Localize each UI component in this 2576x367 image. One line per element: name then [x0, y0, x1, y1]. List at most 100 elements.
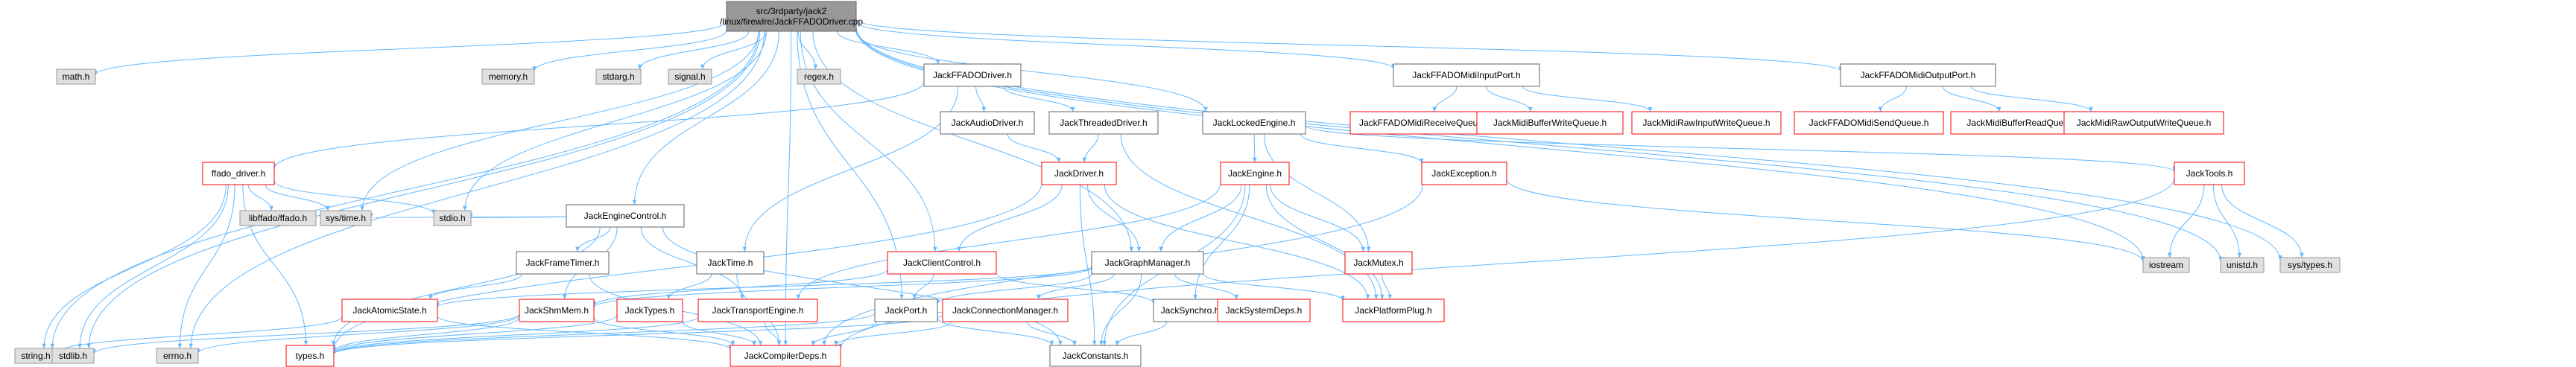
node-clientctl-label: JackClientControl.h — [903, 258, 981, 268]
node-jacktypes-label: JackTypes.h — [625, 305, 675, 316]
edge-graphmgr-to-connmgr — [1037, 273, 1115, 300]
edge-jackdriver-to-constants — [1079, 184, 1097, 346]
node-root[interactable]: src/3rdparty/jack2/linux/firewire/JackFF… — [720, 1, 863, 32]
node-stdlib: stdlib.h — [51, 348, 95, 364]
edge-locked-to-engine — [1252, 133, 1257, 163]
node-bufrq-label: JackMidiBufferReadQueue.h — [1966, 118, 2080, 128]
edge-engine-to-transport — [796, 182, 1221, 300]
edge-audiodrv-to-jackdriver — [1007, 133, 1061, 163]
node-frametimer[interactable]: JackFrameTimer.h — [516, 251, 610, 275]
node-connmgr-label: JackConnectionManager.h — [952, 305, 1058, 316]
node-tools[interactable]: JackTools.h — [2174, 162, 2245, 185]
node-jacktypes[interactable]: JackTypes.h — [616, 299, 683, 322]
node-midiout[interactable]: JackFFADOMidiOutputPort.h — [1840, 63, 1996, 87]
edge-engine-to-mutex — [1270, 184, 1366, 252]
node-compdeps[interactable]: JackCompilerDeps.h — [730, 345, 841, 367]
node-constants[interactable]: JackConstants.h — [1049, 345, 1142, 367]
node-rawoutq[interactable]: JackMidiRawOutputWriteQueue.h — [2063, 111, 2224, 135]
node-locked-box — [1202, 111, 1306, 135]
node-bufwq-box — [1476, 111, 1624, 135]
node-enginectl[interactable]: JackEngineControl.h — [566, 204, 685, 228]
node-signal-label: signal.h — [674, 71, 705, 82]
node-connmgr[interactable]: JackConnectionManager.h — [942, 299, 1069, 322]
node-mutex[interactable]: JackMutex.h — [1344, 251, 1413, 275]
node-transport[interactable]: JackTransportEngine.h — [697, 299, 818, 322]
node-shmmem-label: JackShmMem.h — [525, 305, 589, 316]
node-sysdeps[interactable]: JackSystemDeps.h — [1217, 299, 1311, 322]
edge-locked-to-tools — [1305, 125, 2177, 172]
node-mutex-box — [1344, 251, 1413, 275]
node-ffadodrv[interactable]: JackFFADODriver.h — [923, 63, 1022, 87]
node-jacktime-box — [696, 251, 765, 275]
node-threaded[interactable]: JackThreadedDriver.h — [1048, 111, 1159, 135]
node-jackdriver[interactable]: JackDriver.h — [1041, 162, 1117, 185]
node-sendq[interactable]: JackFFADOMidiSendQueue.h — [1794, 111, 1944, 135]
edge-synchro-to-constants — [1115, 321, 1168, 346]
node-ffadodrv-box — [923, 63, 1022, 87]
node-transport-box — [697, 299, 818, 322]
node-jacktypes-box — [616, 299, 683, 322]
node-audiodrv[interactable]: JackAudioDriver.h — [940, 111, 1035, 135]
edge-atomicstate-to-string — [54, 316, 343, 354]
node-platplug-label: JackPlatformPlug.h — [1355, 305, 1431, 316]
edge-jacktypes-to-types — [332, 314, 618, 353]
node-mutex-label: JackMutex.h — [1353, 258, 1403, 268]
node-jacktime[interactable]: JackTime.h — [696, 251, 765, 275]
node-midiin-box — [1393, 63, 1540, 87]
node-port[interactable]: JackPort.h — [874, 299, 938, 322]
edge-frametimer-to-atomicstate — [428, 273, 523, 300]
edge-engine-to-platplug — [1265, 184, 1384, 300]
node-types-label: types.h — [296, 351, 325, 361]
node-shmmem[interactable]: JackShmMem.h — [519, 299, 595, 322]
node-locked-label: JackLockedEngine.h — [1213, 118, 1296, 128]
node-rawinq[interactable]: JackMidiRawInputWriteQueue.h — [1631, 111, 1782, 135]
node-atomicstate[interactable]: JackAtomicState.h — [341, 299, 438, 322]
edge-root-to-errno — [189, 31, 765, 349]
node-graphmgr-label: JackGraphManager.h — [1105, 258, 1191, 268]
node-platplug[interactable]: JackPlatformPlug.h — [1342, 299, 1445, 322]
edge-root-to-iostream — [855, 28, 2145, 261]
node-recvq[interactable]: JackFFADOMidiReceiveQueue.h — [1349, 111, 1500, 135]
node-midiout-box — [1840, 63, 1996, 87]
node-unistd: unistd.h — [2220, 257, 2265, 273]
edge-ffado-to-stdio — [273, 180, 436, 214]
edge-root-to-midiin — [855, 22, 1396, 69]
node-string-label: string.h — [21, 351, 50, 361]
node-synchro-label: JackSynchro.h — [1161, 305, 1220, 316]
node-stdarg-label: stdarg.h — [602, 71, 634, 82]
edge-ffado-to-errno — [177, 184, 235, 349]
edge-root-to-compdeps — [783, 31, 792, 346]
node-math: math.h — [56, 68, 96, 85]
node-libffado: libffado/ffado.h — [239, 210, 317, 226]
node-engine-label: JackEngine.h — [1228, 168, 1282, 179]
node-synchro-box — [1153, 299, 1227, 322]
edge-enginectl-to-stdio — [469, 213, 567, 219]
node-sendq-label: JackFFADOMidiSendQueue.h — [1809, 118, 1929, 128]
node-memory: memory.h — [481, 68, 535, 85]
node-graphmgr[interactable]: JackGraphManager.h — [1091, 251, 1204, 275]
node-locked[interactable]: JackLockedEngine.h — [1202, 111, 1306, 135]
node-signal-box — [668, 68, 712, 85]
node-string: string.h — [14, 348, 57, 364]
edge-graphmgr-to-constants — [1099, 273, 1142, 346]
node-atomicstate-box — [341, 299, 438, 322]
node-stdarg: stdarg.h — [595, 68, 642, 85]
node-unistd-label: unistd.h — [2227, 260, 2258, 270]
node-exception[interactable]: JackException.h — [1421, 162, 1507, 185]
node-math-label: math.h — [63, 71, 90, 82]
node-types[interactable]: types.h — [285, 345, 335, 367]
node-exception-label: JackException.h — [1431, 168, 1496, 179]
node-systypes: sys/types.h — [2279, 257, 2341, 273]
node-synchro[interactable]: JackSynchro.h — [1153, 299, 1227, 322]
edge-connmgr-to-compdeps — [833, 321, 952, 346]
edge-root-to-midiout — [855, 19, 1843, 71]
node-engine[interactable]: JackEngine.h — [1220, 162, 1290, 185]
node-bufwq[interactable]: JackMidiBufferWriteQueue.h — [1476, 111, 1624, 135]
node-midiin[interactable]: JackFFADOMidiInputPort.h — [1393, 63, 1540, 87]
node-stdio: stdio.h — [433, 210, 472, 226]
node-constants-box — [1049, 345, 1142, 367]
node-memory-label: memory.h — [489, 71, 528, 82]
node-clientctl[interactable]: JackClientControl.h — [887, 251, 997, 275]
node-ffado[interactable]: ffado_driver.h — [202, 162, 275, 185]
